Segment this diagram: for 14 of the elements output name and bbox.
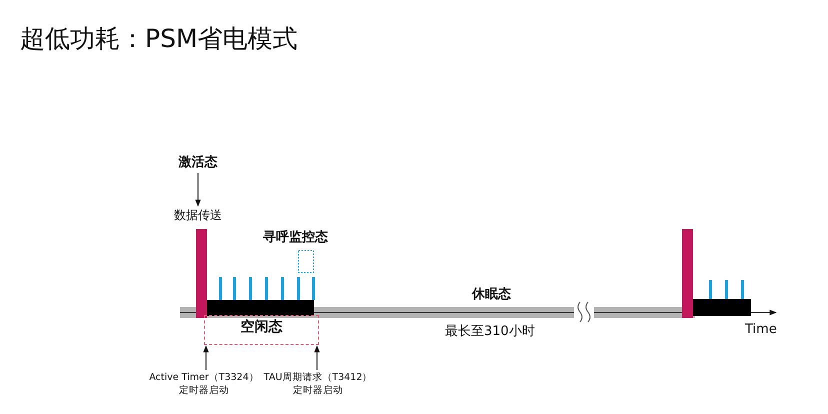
arrow	[195, 172, 201, 207]
state-label: 空闲态	[240, 318, 282, 336]
state-label: 寻呼监控态	[263, 228, 328, 246]
timer-note: TAU周期请求（T3412）定时器启动	[261, 372, 375, 398]
arrow	[203, 345, 209, 370]
duration-label: 最长至310小时	[445, 323, 535, 340]
axis-label: Time	[745, 322, 777, 337]
step-label: 数据传送	[166, 207, 230, 224]
dashed-box	[204, 315, 319, 345]
state-label: 休眠态	[472, 286, 511, 303]
timer-note: Active Timer（T3324）定时器启动	[147, 372, 261, 398]
arrow	[314, 345, 320, 370]
state-label: 激活态	[168, 154, 228, 172]
title: 超低功耗：PSM省电模式	[20, 23, 298, 55]
